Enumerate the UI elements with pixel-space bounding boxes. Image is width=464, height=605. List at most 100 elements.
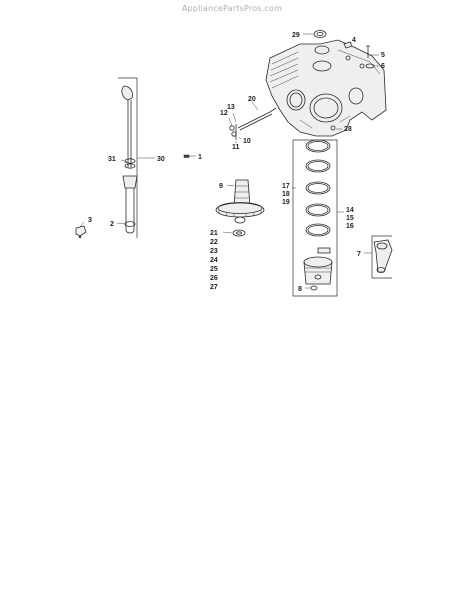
block-edge: [337, 49, 381, 75]
callout-16: 16: [346, 223, 354, 230]
tube-clip: [75, 225, 87, 237]
callout-4: 4: [352, 37, 356, 44]
dipstick-rod: [127, 100, 132, 168]
rod-body: [373, 239, 393, 273]
callout-9: 9: [219, 183, 223, 190]
tube-end: [125, 229, 135, 234]
piston-ring-inner: [307, 225, 329, 235]
callout-2: 2: [110, 221, 114, 228]
leader-13: [232, 112, 237, 123]
callout-20: 20: [248, 96, 256, 103]
callout-15: 15: [346, 215, 354, 222]
cam-end: [234, 216, 246, 224]
bolt: [366, 45, 370, 58]
piston-rings-panel: [292, 139, 344, 297]
leader-2: [116, 222, 126, 225]
callout-19: 19: [282, 199, 290, 206]
piston-ring-inner: [307, 141, 329, 151]
piston-ring-inner: [307, 183, 329, 193]
crank-boss: [314, 45, 330, 55]
callout-31: 31: [108, 156, 116, 163]
piston-ring-inner: [307, 161, 329, 171]
callout-26: 26: [210, 275, 218, 282]
dipstick-handle: [121, 85, 133, 101]
piston-ring: [305, 159, 331, 173]
watermark: AppliancePartsPros.com: [181, 4, 283, 13]
connecting-rod: [364, 235, 393, 279]
part-1-shape: [183, 154, 190, 158]
pin-retainer: [310, 285, 318, 291]
oil-seal-inner: [316, 32, 324, 37]
callout-13: 13: [227, 104, 235, 111]
o-ring: [124, 163, 136, 169]
cylinder-bore-inner: [289, 92, 303, 108]
governor-washer: [229, 125, 235, 131]
governor-washer: [231, 131, 237, 137]
callout-30: 30: [157, 156, 165, 163]
callout-3: 3: [88, 217, 92, 224]
rod-small-end: [376, 267, 386, 273]
piston-pin-bore: [314, 274, 322, 280]
dipstick-tube-assembly: [75, 77, 155, 239]
callout-27: 27: [210, 284, 218, 291]
callout-12: 12: [220, 110, 228, 117]
crank-boss-lower: [312, 60, 332, 72]
leader-31: [120, 159, 128, 163]
callout-21: 21: [210, 230, 218, 237]
piston-ring-inner: [307, 205, 329, 215]
rod-big-end: [376, 242, 388, 250]
side-port: [348, 87, 364, 105]
callout-1: 1: [198, 154, 202, 161]
cylinder-bore: [309, 93, 343, 123]
callout-17: 17: [282, 183, 290, 190]
oil-seal: [313, 30, 327, 38]
cam-gear: [215, 202, 265, 218]
block-detail: [299, 115, 351, 129]
callout-10: 10: [243, 138, 251, 145]
block-body: [265, 39, 387, 137]
rod-frame: [371, 235, 392, 279]
cylinder-bore: [286, 89, 306, 111]
camshaft-lobes: [233, 179, 251, 207]
governor-arm-edge: [239, 113, 273, 131]
leader-21: [222, 231, 233, 234]
part-1: [183, 154, 196, 158]
callout-7: 7: [357, 251, 361, 258]
callout-22: 22: [210, 239, 218, 246]
plug: [330, 125, 336, 131]
dipstick-tube: [125, 188, 135, 230]
callout-29: 29: [292, 32, 300, 39]
piston-grooves: [305, 267, 331, 273]
cam-lobe-lines: [235, 185, 249, 199]
callout-11: 11: [232, 144, 240, 151]
tube-seal: [124, 221, 136, 227]
callout-6: 6: [381, 63, 385, 70]
clip-screw: [78, 235, 82, 239]
cam-washer-inner: [236, 231, 242, 235]
gear-tooth-marks: [217, 209, 263, 217]
callout-23: 23: [210, 248, 218, 255]
callout-14: 14: [346, 207, 354, 214]
piston-crown: [303, 256, 333, 268]
o-ring: [124, 158, 136, 164]
callout-5: 5: [381, 52, 385, 59]
cylinder-bore-inner: [313, 97, 339, 119]
piston-pin: [317, 247, 331, 254]
bolt-hole: [345, 55, 351, 61]
callouts: 1 2 3 4 5 6 7 8 9 10 11 12 13 14 15 16 1…: [88, 32, 385, 293]
camshaft-assembly: [215, 179, 265, 237]
callout-8: 8: [298, 286, 302, 293]
piston-ring: [305, 223, 331, 237]
leader-10: [238, 136, 242, 140]
bolt-hole: [359, 63, 365, 69]
bracket-line-30: [118, 77, 138, 238]
callout-24: 24: [210, 257, 218, 264]
cam-washer: [232, 229, 246, 237]
leader-12: [228, 117, 233, 127]
leader-3: [79, 221, 85, 228]
crankcase-cylinder-block: [265, 30, 387, 137]
cooling-fins: [269, 51, 299, 89]
callout-28: 28: [344, 126, 352, 133]
leader-20: [251, 101, 259, 111]
